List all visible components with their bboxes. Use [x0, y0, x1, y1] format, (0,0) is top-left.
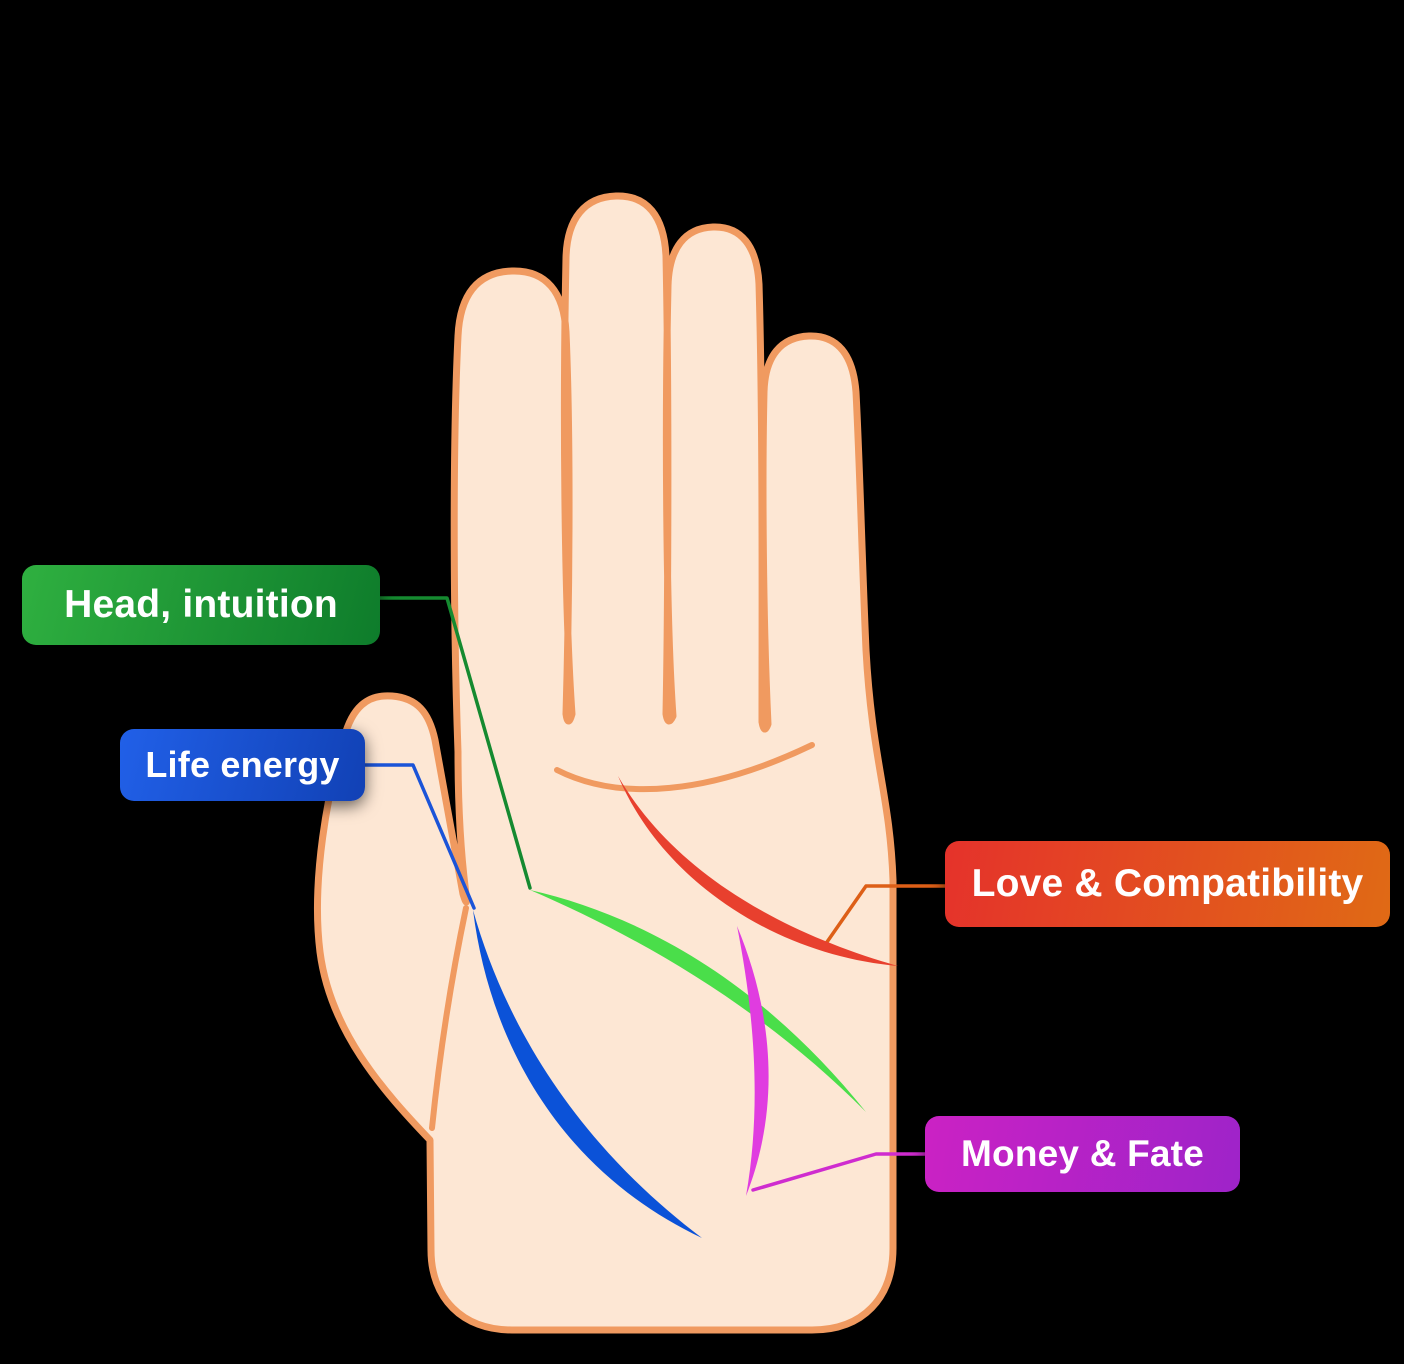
label-money-text: Money & Fate: [961, 1133, 1204, 1174]
label-head-intuition: Head, intuition: [22, 565, 380, 645]
hand-outline: [314, 192, 897, 1334]
fate-line: [737, 926, 769, 1196]
label-life-energy: Life energy: [120, 729, 365, 801]
connector-love-line: [825, 884, 947, 944]
label-money-fate: Money & Fate: [925, 1116, 1240, 1192]
label-love-text: Love & Compatibility: [971, 862, 1364, 905]
finger-base-crease: [554, 742, 815, 793]
connector-money-line: [751, 1152, 927, 1192]
connector-life-line: [363, 763, 476, 910]
label-life-text: Life energy: [145, 744, 340, 785]
connector-head-line: [378, 596, 532, 890]
label-love-compatibility: Love & Compatibility: [945, 841, 1390, 927]
thumb-crease: [429, 905, 469, 1131]
label-head-text: Head, intuition: [64, 583, 338, 626]
